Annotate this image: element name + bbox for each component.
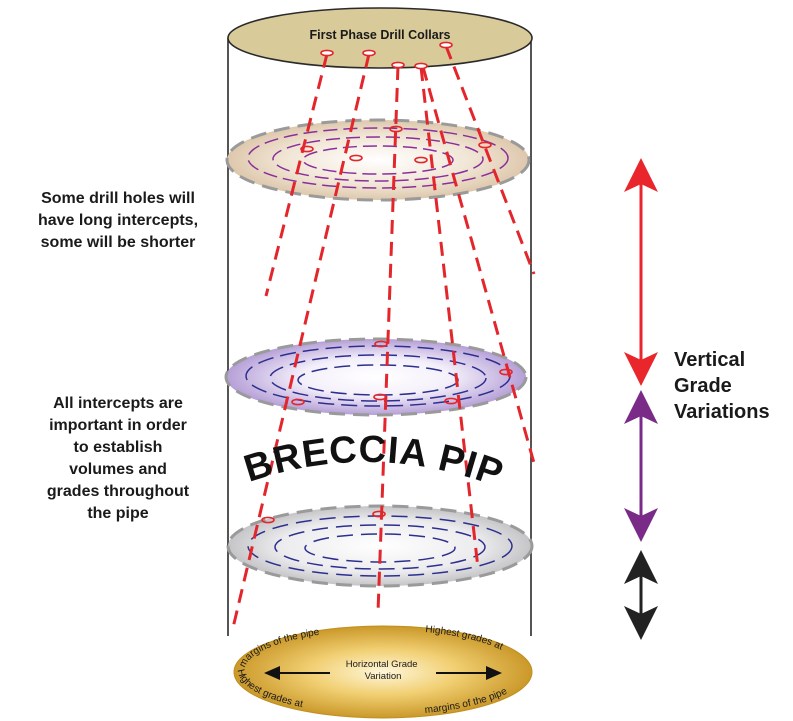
vertical-label-line: Variations [674, 401, 770, 423]
side-note-line: All intercepts are [53, 395, 183, 412]
vertical-arrow-black [624, 550, 658, 640]
drill-hole-6 [444, 45, 536, 275]
drill-hole-1 [264, 53, 329, 297]
side-note-line: Some drill holes will [41, 190, 195, 207]
vertical-arrow-red [624, 158, 658, 386]
horizontal-grade-label: Horizontal Grade Variation [346, 659, 420, 682]
horizontal-grade-ellipse: margins of the pipe Highest grades at Hi… [233, 624, 533, 719]
drill-hole-4 [419, 66, 480, 569]
side-note-line: important in order [49, 417, 187, 434]
drill-hole-5 [421, 66, 536, 464]
side-note-line: some will be shorter [40, 234, 196, 251]
side-note-long-intercepts: Some drill holes will have long intercep… [18, 188, 218, 254]
collar-plate-label: First Phase Drill Collars [309, 28, 450, 42]
vertical-grade-label: Vertical Grade Variations [674, 347, 770, 425]
drill-holes [230, 45, 536, 633]
collar-markers [320, 41, 453, 70]
level-2-disc [224, 337, 528, 417]
side-note-line: the pipe [87, 505, 149, 522]
intercept-markers [261, 125, 513, 524]
collar-plate [227, 7, 533, 69]
horizontal-arrow [264, 666, 502, 680]
level-1-disc [225, 118, 531, 202]
vertical-arrow-purple [624, 390, 658, 542]
drill-hole-2 [230, 53, 371, 633]
level-3-disc [226, 504, 534, 588]
side-note-line: volumes and [69, 461, 167, 478]
side-note-all-intercepts: All intercepts are important in order to… [18, 393, 218, 525]
vertical-label-line: Grade [674, 375, 732, 397]
drill-hole-3 [376, 65, 400, 613]
vertical-label-line: Vertical [674, 349, 746, 371]
side-note-line: grades throughout [46, 483, 190, 500]
side-note-line: have long intercepts, [37, 212, 199, 229]
side-note-line: to establish [73, 439, 163, 456]
